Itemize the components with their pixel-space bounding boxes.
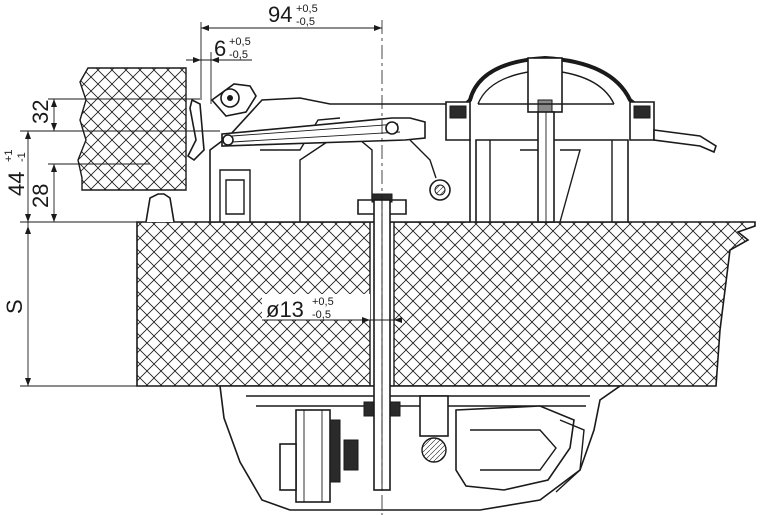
dim-94-tol-lower: -0,5 <box>296 16 315 28</box>
panel-foot <box>145 193 175 223</box>
dome-cap <box>445 55 717 223</box>
dim-94-tol-upper: +0,5 <box>296 3 318 15</box>
adjacent-panel <box>77 67 187 223</box>
dim-44-tol-upper: +1 <box>3 149 15 162</box>
lever-arm <box>221 117 426 147</box>
dim-44-value: 44 <box>4 172 29 196</box>
dim-94-value: 94 <box>268 2 292 27</box>
dim-s-value: S <box>2 299 27 314</box>
dim-6-tol-upper: +0,5 <box>229 36 251 48</box>
dimension-94: 94 +0,5 -0,5 <box>200 2 382 100</box>
dimension-44: 44 +1 -1 <box>3 130 48 222</box>
dimension-28: 28 <box>28 163 150 222</box>
dim-6-value: 6 <box>214 36 226 61</box>
dim-13-tol-lower: -0,5 <box>312 309 331 321</box>
dimension-s: S <box>2 222 137 387</box>
dim-28-value: 28 <box>28 184 53 208</box>
dimension-32: 32 <box>28 98 220 132</box>
upper-housing <box>186 83 471 223</box>
hinge-pivot <box>186 83 257 162</box>
dim-6-tol-lower: -0,5 <box>229 49 248 61</box>
lower-cylinder <box>279 409 359 503</box>
dimension-bore-13: ø13 +0,5 -0,5 <box>262 294 402 323</box>
spring-coil <box>409 139 451 201</box>
dim-13-value: ø13 <box>266 297 304 322</box>
dim-32-value: 32 <box>28 100 53 124</box>
dim-44-tol-lower: -1 <box>16 152 28 162</box>
lower-coil <box>421 437 447 463</box>
dimension-6: 6 +0,5 -0,5 <box>186 36 252 104</box>
countertop-slab <box>136 221 756 387</box>
lower-housing <box>219 385 623 511</box>
dim-13-tol-upper: +0,5 <box>312 296 334 308</box>
